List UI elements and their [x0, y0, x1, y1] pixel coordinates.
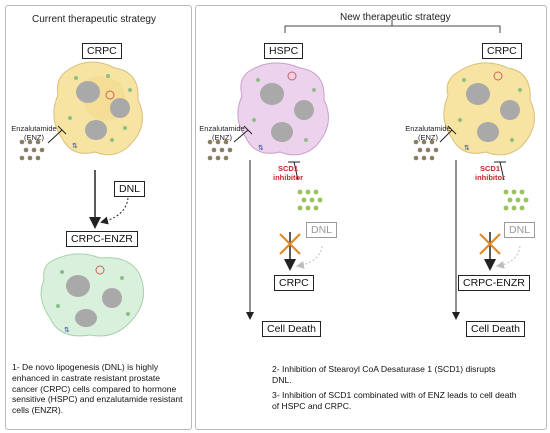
hspc-cell-cluster: ⇅	[237, 62, 329, 156]
svg-text:⇅: ⇅	[258, 144, 264, 152]
scd1-inhibitor-middle-line1: SCD1	[277, 164, 298, 173]
dnl-label-right: DNL	[504, 222, 536, 238]
crpc-enzr-result-label: CRPC-ENZR	[458, 275, 530, 291]
scd1-inhibitor-right-line1: SCD1	[479, 164, 500, 173]
dnl-label-middle: DNL	[306, 222, 338, 238]
crpc-cell-cluster-right: ⇅	[443, 62, 535, 156]
cell-death-right: Cell Death	[466, 321, 526, 337]
crpc-label-right: CRPC	[482, 43, 522, 59]
enz-label-middle: Enzalutamide (ENZ)	[194, 124, 250, 142]
branch-bracket	[284, 25, 501, 33]
svg-text:⇅: ⇅	[64, 326, 70, 334]
scd1-inhibitor-right-line2: inhibitor	[475, 173, 505, 182]
note-2: 2- Inhibition of Stearoyl CoA Desaturase…	[272, 364, 496, 385]
left-panel-title: Current therapeutic strategy	[32, 14, 156, 25]
crpc-enzr-label-left: CRPC-ENZR	[66, 231, 138, 247]
enz-dots-right	[413, 139, 439, 161]
enz-label-left: Enzalutamide (ENZ)	[6, 124, 62, 142]
hspc-label: HSPC	[264, 43, 304, 59]
svg-text:⇅: ⇅	[464, 144, 470, 152]
enz-label-left-line2: (ENZ)	[24, 133, 44, 142]
enz-label-right: Enzalutamide (ENZ)	[400, 124, 456, 142]
enz-label-middle-line2: (ENZ)	[212, 133, 232, 142]
enz-label-middle-line1: Enzalutamide	[199, 124, 245, 133]
dnl-label-left: DNL	[114, 181, 146, 197]
scd1-inhibitor-label-right: SCD1 inhibitor	[470, 164, 510, 182]
enz-inhibit-line-left	[47, 129, 63, 144]
note-3: 3- Inhibition of SCD1 combinated with of…	[272, 390, 517, 411]
crpc-cell-cluster: ⇅	[53, 61, 143, 156]
crpc-result-label: CRPC	[274, 275, 314, 291]
note-1: 1- De novo lipogenesis (DNL) is highly e…	[12, 362, 183, 416]
enz-dots-middle	[207, 139, 233, 161]
scd1-inhibitor-middle-line2: inhibitor	[273, 173, 303, 182]
svg-text:⇅: ⇅	[72, 142, 78, 150]
scd1-dots-right	[503, 189, 529, 211]
left-dnl-dashed-arrow	[100, 197, 129, 225]
crpc-label-left: CRPC	[82, 43, 122, 59]
cell-death-middle: Cell Death	[262, 321, 322, 337]
right-panel-title: New therapeutic strategy	[340, 12, 451, 23]
enzr-cell-cluster: ⇅	[40, 253, 145, 337]
enz-label-left-line1: Enzalutamide	[11, 124, 57, 133]
scd1-dots-middle	[297, 189, 323, 211]
enz-label-right-line1: Enzalutamide	[405, 124, 451, 133]
enz-label-right-line2: (ENZ)	[418, 133, 438, 142]
scd1-inhibitor-label-middle: SCD1 inhibitor	[268, 164, 308, 182]
enz-dots-left	[19, 139, 45, 161]
